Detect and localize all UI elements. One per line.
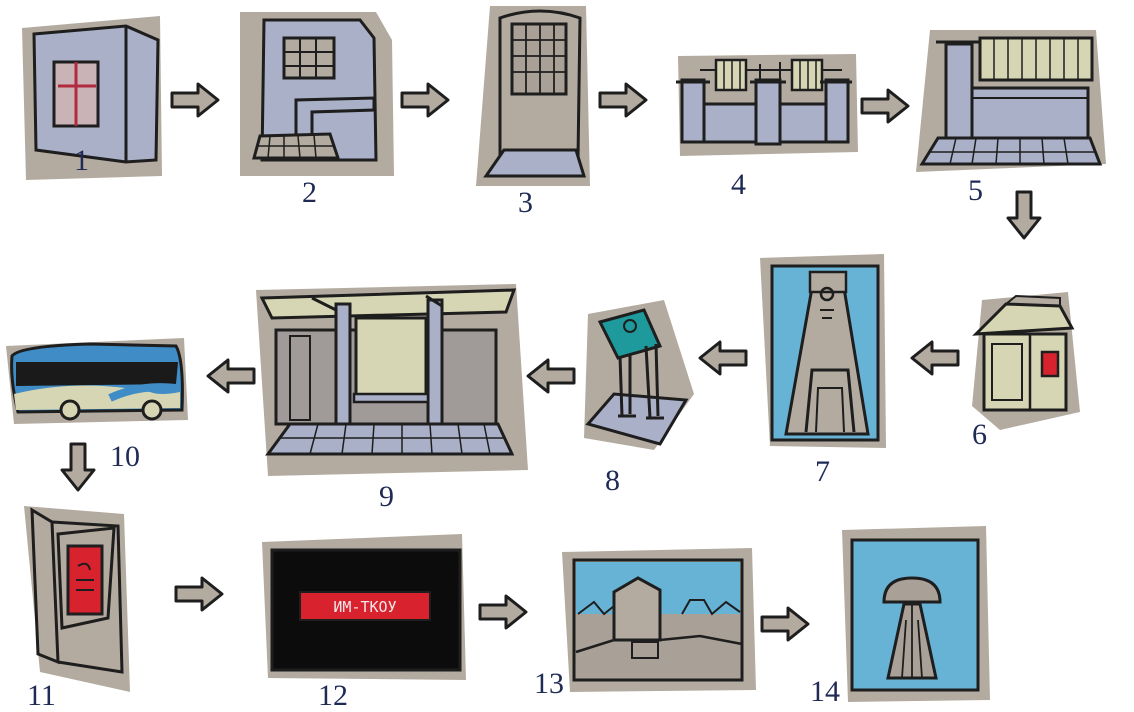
step-12-route-sign-icon: ИМ-ТКОУ <box>262 534 466 680</box>
step-number-7: 7 <box>815 457 830 487</box>
arrow-10-11-icon <box>62 444 94 490</box>
arrow-13-14-icon <box>762 608 808 640</box>
step-7-monument-icon <box>760 254 886 448</box>
arrow-11-12-icon <box>176 578 222 610</box>
step-number-3: 3 <box>518 188 533 218</box>
step-number-10: 10 <box>110 442 140 472</box>
step-14-tower-icon <box>842 526 990 702</box>
step-number-2: 2 <box>302 178 317 208</box>
step-2-building-with-bench-icon <box>240 12 394 176</box>
step-13-cityscape-icon <box>562 548 756 692</box>
arrow-2-3-icon <box>402 84 448 116</box>
step-number-14: 14 <box>810 677 840 707</box>
arrow-8-9-icon <box>528 360 574 392</box>
step-number-9: 9 <box>379 482 394 512</box>
step-4-wall-with-gates-icon <box>676 54 858 156</box>
step-number-13: 13 <box>534 669 564 699</box>
step-5-bus-shelter-corner-icon <box>916 30 1106 172</box>
step-1-building-window-icon <box>22 16 162 180</box>
arrow-1-2-icon <box>172 84 218 116</box>
arrow-3-4-icon <box>600 84 646 116</box>
step-number-12: 12 <box>318 681 348 711</box>
step-number-1: 1 <box>74 146 89 176</box>
step-6-kiosk-icon <box>972 292 1080 430</box>
arrow-12-13-icon <box>480 596 526 628</box>
arrow-5-6-icon <box>1008 192 1040 238</box>
step-number-11: 11 <box>27 681 56 711</box>
route-sign-text: ИМ-ТКОУ <box>333 598 396 616</box>
step-number-4: 4 <box>731 170 746 200</box>
arrow-4-5-icon <box>862 90 908 122</box>
step-number-5: 5 <box>968 176 983 206</box>
step-9-bus-shelter-icon <box>256 284 528 476</box>
arrow-7-8-icon <box>700 342 746 374</box>
step-3-door-icon <box>476 6 590 186</box>
arrow-9-10-icon <box>208 360 254 392</box>
step-number-8: 8 <box>605 466 620 496</box>
arrow-6-7-icon <box>912 342 958 374</box>
step-10-bus-icon <box>6 338 188 424</box>
step-11-info-board-icon <box>24 506 130 692</box>
step-8-bus-stop-sign-icon <box>584 300 694 450</box>
step-number-6: 6 <box>972 420 987 450</box>
